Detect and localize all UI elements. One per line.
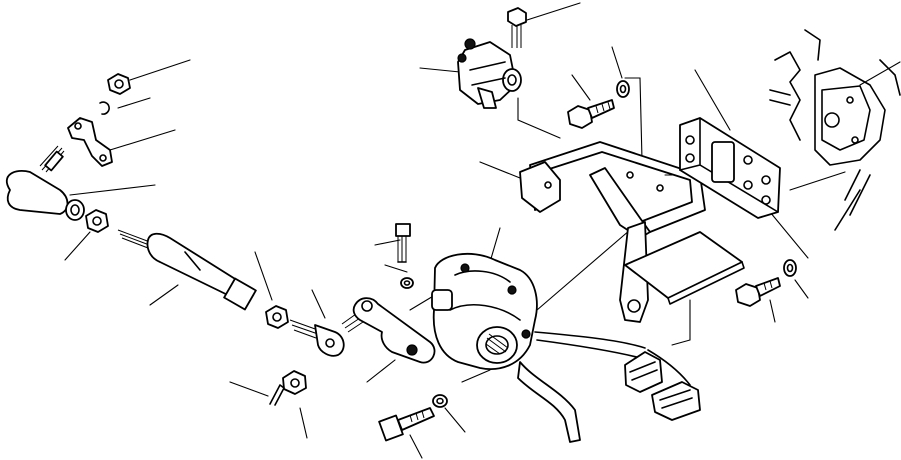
bolt-left bbox=[39, 145, 65, 173]
main-bracket bbox=[519, 141, 706, 323]
plate-mount bbox=[624, 231, 745, 305]
ball-joint-mid bbox=[289, 319, 345, 357]
turnbuckle-rod bbox=[117, 229, 257, 311]
washer-small bbox=[400, 277, 414, 289]
harness-connector bbox=[534, 331, 701, 421]
bracket-small bbox=[67, 117, 113, 167]
cotter-pin bbox=[269, 384, 285, 406]
nut-mid bbox=[265, 305, 289, 329]
bolt-small bbox=[395, 223, 411, 263]
engine-housing bbox=[769, 29, 901, 231]
washer-right bbox=[783, 259, 797, 277]
nut-left bbox=[85, 209, 109, 233]
washer-lower bbox=[432, 394, 448, 408]
solenoid bbox=[457, 38, 522, 109]
damper-block bbox=[679, 117, 781, 219]
actuator-motor bbox=[431, 252, 581, 443]
nut-lower bbox=[282, 370, 307, 395]
bolt-upper-mid bbox=[567, 99, 615, 129]
nut-top-left bbox=[107, 73, 131, 95]
callout-lines bbox=[64, 2, 901, 459]
ball-joint-left bbox=[5, 170, 85, 221]
bolt-top bbox=[507, 7, 527, 48]
washer-top bbox=[616, 80, 630, 98]
bolt-lower bbox=[378, 407, 435, 442]
snap-ring bbox=[99, 101, 110, 115]
lever-arm bbox=[341, 297, 436, 364]
bolt-right bbox=[735, 277, 781, 307]
